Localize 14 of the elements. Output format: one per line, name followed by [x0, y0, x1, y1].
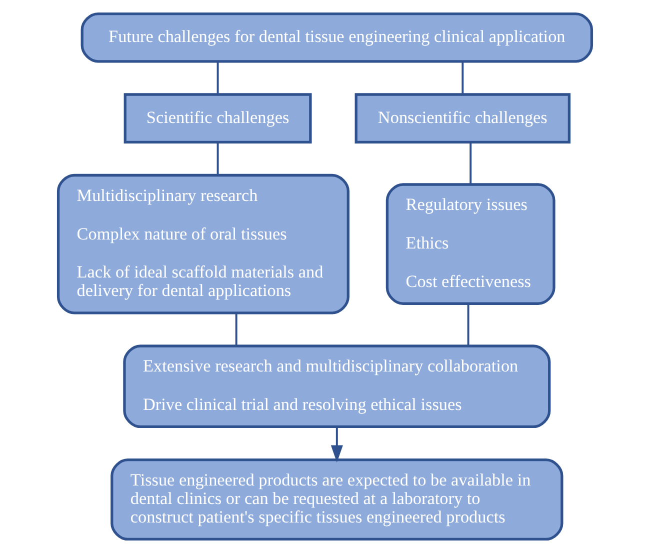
node-box: Scientific challenges — [123, 93, 312, 144]
node-box: Extensive research and multidisciplinary collaboration Drive clinical trial and resolving ethical issues — [122, 344, 550, 428]
connector — [461, 62, 464, 94]
node-box: Nonscientific challenges — [354, 93, 570, 144]
node-box: Tissue engineered products are expected to be available in dental clinics or can be requested at a laboratory to construct patient's specific tissues engineered products — [110, 458, 563, 541]
node-box: Future challenges for dental tissue engineering clinical application — [80, 12, 593, 63]
connector — [216, 142, 218, 175]
connector — [216, 62, 218, 94]
arrow — [330, 427, 342, 462]
node-box: Multidisciplinary research Complex nature of oral tissues Lack of ideal scaffold materials and delivery for dental applications — [56, 174, 349, 314]
node-box: Regulatory issues Ethics Cost effectiveness — [385, 183, 555, 305]
connector — [469, 142, 472, 184]
connector — [234, 313, 237, 346]
connector — [466, 304, 469, 346]
